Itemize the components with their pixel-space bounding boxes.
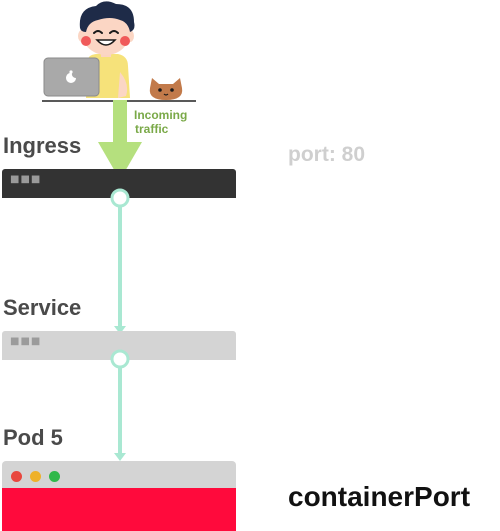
- pod-titlebar: [2, 461, 236, 488]
- ingress-label: Ingress: [3, 133, 82, 158]
- incoming-traffic-line1: Incoming: [134, 108, 188, 122]
- port-label: port: 80: [288, 143, 366, 166]
- service-label: Service: [3, 295, 82, 320]
- pod-window: [2, 461, 236, 531]
- connector-ingress-to-service: [110, 188, 130, 334]
- incoming-traffic-label: Incoming traffic: [134, 108, 188, 137]
- person-with-laptop-illustration: [42, 1, 196, 102]
- laptop-icon: [43, 57, 100, 97]
- window-dots-icon: ■■■: [10, 336, 42, 347]
- cat-icon: [149, 78, 183, 100]
- yellow-light-icon: [30, 471, 41, 482]
- pod-label: Pod 5: [3, 425, 63, 450]
- incoming-traffic-line2: traffic: [135, 121, 169, 136]
- pod-body: [2, 488, 236, 531]
- incoming-traffic-arrow: [98, 100, 142, 180]
- connector-service-to-pod: [110, 349, 130, 461]
- container-port-label: containerPort: [288, 481, 471, 512]
- ingress-bar: ■■■: [2, 169, 236, 198]
- green-light-icon: [49, 471, 60, 482]
- window-dots-icon: ■■■: [10, 174, 42, 185]
- red-light-icon: [11, 471, 22, 482]
